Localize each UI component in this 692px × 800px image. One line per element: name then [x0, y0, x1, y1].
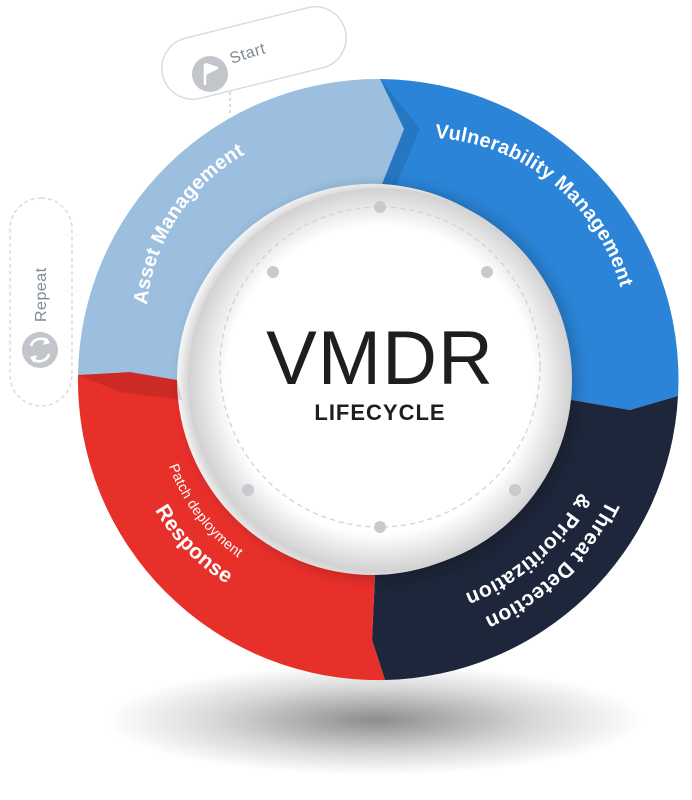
vuln-shadow	[380, 79, 420, 185]
repeat-label: Repeat	[33, 267, 50, 322]
response-shadow	[78, 372, 182, 400]
segment-threat-detection	[372, 396, 678, 680]
page-title: VMDR	[266, 316, 494, 401]
flag-icon	[192, 56, 228, 92]
start-pill: Start	[161, 6, 347, 115]
lifecycle-ring	[77, 78, 679, 681]
page-subtitle: LIFECYCLE	[314, 400, 445, 425]
segment-response	[77, 372, 385, 681]
ground-shadow	[105, 665, 645, 775]
segment-vulnerability-management	[380, 79, 679, 410]
repeat-pill: Repeat	[9, 197, 73, 407]
segment-asset-management	[78, 78, 404, 380]
ring-dots	[242, 201, 521, 533]
inner-disc-rim	[188, 188, 572, 572]
dashed-ring	[219, 206, 541, 528]
repeat-icon	[22, 332, 58, 368]
